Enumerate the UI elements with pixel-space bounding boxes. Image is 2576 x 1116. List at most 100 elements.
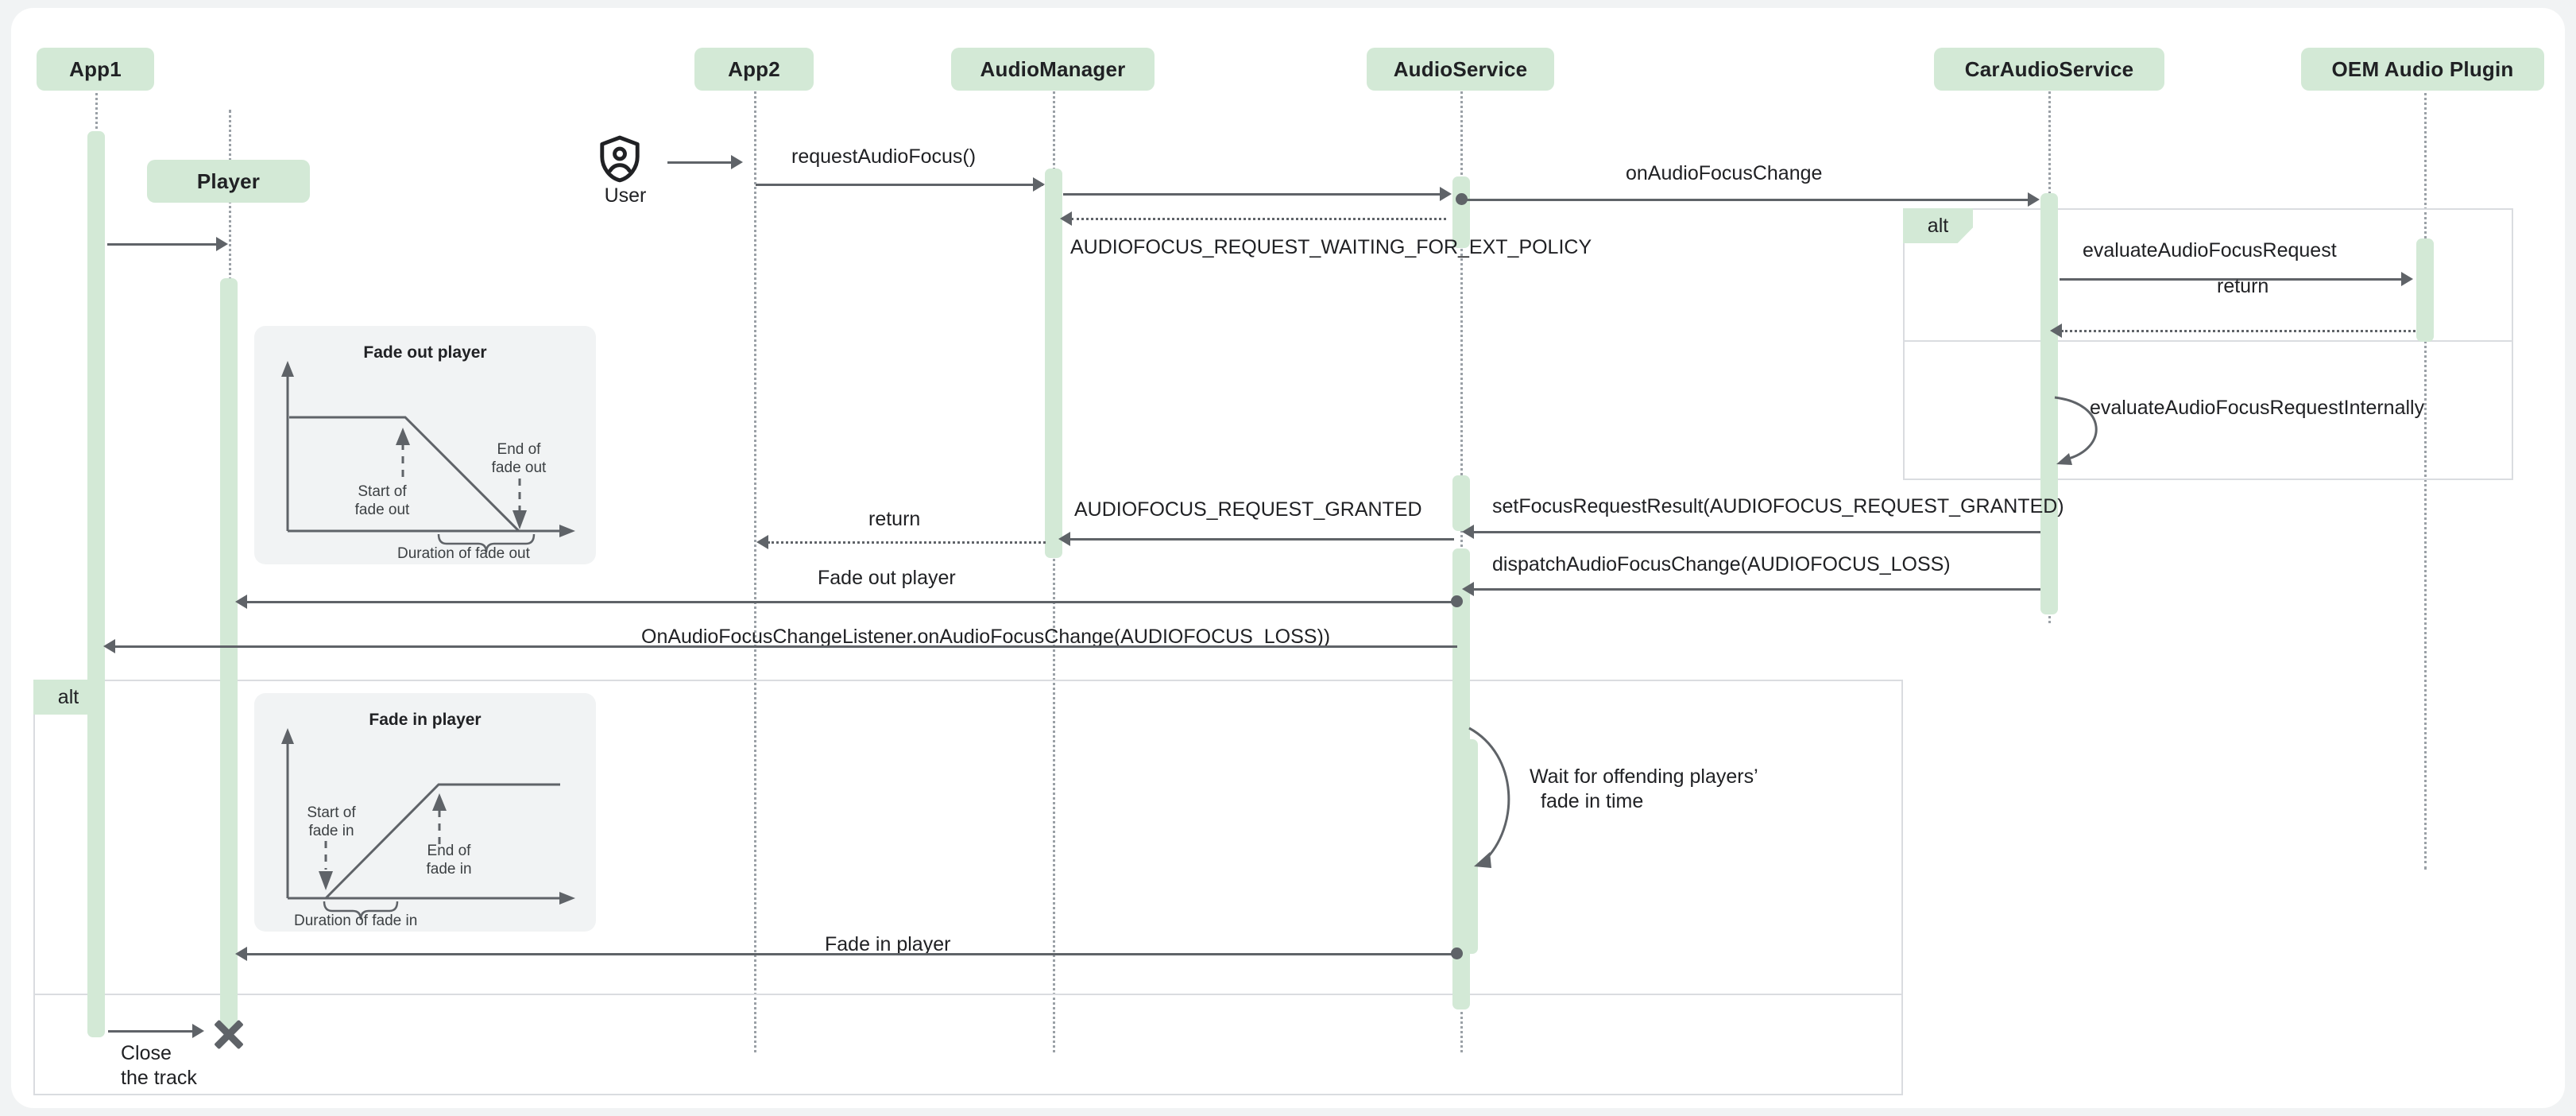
- message-label-close-the-track: Close the track: [121, 1041, 197, 1091]
- activation-caraudioservice-self: [2040, 401, 2058, 481]
- message-line-evaluate-audio-focus-request: [2060, 278, 2404, 281]
- message-line-return-oem: [2061, 330, 2415, 332]
- message-origin-ball: [1456, 193, 1468, 205]
- message-line-request-audio-focus: [756, 184, 1043, 186]
- message-label-waiting-for-ext-policy: AUDIOFOCUS_REQUEST_WAITING_FOR_EXT_POLIC…: [1070, 236, 1592, 258]
- message-label-request-audio-focus: requestAudioFocus(): [791, 145, 977, 168]
- fragment-alt-right-tag: alt: [1903, 208, 1973, 243]
- participant-caraudioservice[interactable]: CarAudioService: [1934, 48, 2164, 91]
- fragment-tag-label: alt: [1927, 214, 1949, 237]
- participant-label: App1: [69, 56, 122, 81]
- inset-label-duration-of-fade-in: Duration of fade in: [294, 913, 418, 929]
- self-message-arc-caraudioservice: [2054, 396, 2098, 465]
- activation-oemplugin: [2416, 238, 2434, 342]
- message-label-return-audiomanager: return: [868, 508, 921, 530]
- message-line-return-audiomanager: [768, 541, 1046, 544]
- actor-user[interactable]: User: [590, 135, 661, 223]
- wait-label-line1: Wait for offending players’: [1530, 765, 1758, 788]
- message-arrowhead: [235, 595, 247, 609]
- participant-oemplugin[interactable]: OEM Audio Plugin: [2301, 48, 2544, 91]
- message-label-fade-in-player: Fade in player: [825, 933, 951, 955]
- end-line2: fade out: [491, 459, 547, 476]
- participant-label: OEM Audio Plugin: [2331, 56, 2514, 81]
- x-destroy-icon: [211, 1016, 246, 1051]
- wait-label-line2: fade in time: [1541, 790, 1644, 813]
- message-arrowhead: [1440, 187, 1452, 201]
- message-arrowhead: [103, 639, 115, 653]
- end-line1: End of: [497, 441, 541, 458]
- start-line2: fade in: [308, 822, 354, 839]
- message-arrowhead: [2028, 192, 2040, 207]
- message-line-on-audio-focus-change: [1462, 199, 2036, 201]
- message-line-fade-out-player: [244, 601, 1457, 603]
- message-line-audiomanager-to-audioservice: [1063, 193, 1445, 196]
- message-label-on-audio-focus-change-listener: OnAudioFocusChangeListener.onAudioFocusC…: [641, 626, 1331, 648]
- fragment-alt-bottom-divider: [33, 994, 1903, 995]
- message-line-on-audio-focus-change-listener: [113, 645, 1457, 648]
- lifeline-app2: [754, 59, 756, 1052]
- close-label-line1: Close: [121, 1042, 172, 1064]
- actor-label: User: [604, 184, 647, 207]
- fade-in-inset: Fade in player Start of fade in End of: [254, 693, 596, 932]
- activation-audioservice-4: [1460, 739, 1478, 954]
- participant-label: CarAudioService: [1964, 56, 2134, 81]
- message-arrowhead: [1058, 532, 1070, 546]
- activation-audiomanager: [1045, 169, 1062, 558]
- fragment-alt-bottom: [33, 680, 1903, 1095]
- participant-app2[interactable]: App2: [694, 48, 814, 91]
- inset-label-start-of-fade-in: Start of fade in: [288, 804, 375, 841]
- message-line-audiofocus-request-granted: [1068, 538, 1454, 541]
- message-line-set-focus-request-result: [1472, 531, 2040, 533]
- message-arrowhead: [756, 535, 768, 549]
- message-arrowhead: [235, 947, 247, 961]
- inset-label-start-of-fade-out: Start of fade out: [331, 483, 434, 520]
- message-line-fade-in-player: [244, 953, 1457, 955]
- participant-label: AudioManager: [980, 56, 1126, 81]
- participant-player[interactable]: Player: [147, 160, 310, 203]
- message-label-set-focus-request-result: setFocusRequestResult(AUDIOFOCUS_REQUEST…: [1492, 495, 2064, 517]
- message-arrowhead: [2401, 272, 2413, 286]
- message-arrowhead: [1033, 177, 1045, 192]
- message-arrowhead: [1060, 211, 1072, 226]
- participant-audiomanager[interactable]: AudioManager: [951, 48, 1155, 91]
- message-label-return-oem: return: [2217, 275, 2269, 297]
- activation-audioservice-2: [1452, 475, 1470, 531]
- message-label-audiofocus-request-granted: AUDIOFOCUS_REQUEST_GRANTED: [1074, 498, 1422, 521]
- message-line-user-to-app2: [667, 161, 733, 164]
- lifeline-oemplugin: [2424, 59, 2427, 870]
- inset-label-duration-of-fade-out: Duration of fade out: [397, 545, 530, 562]
- shield-person-icon: [600, 135, 640, 183]
- message-arrowhead: [731, 155, 743, 169]
- start-line2: fade out: [354, 501, 410, 518]
- message-arrowhead: [1462, 582, 1474, 596]
- message-line-dispatch-audio-focus-change: [1472, 588, 2040, 591]
- message-line-waiting-for-ext-policy: [1071, 218, 1446, 220]
- activation-app1: [87, 131, 105, 1037]
- start-line1: Start of: [358, 483, 407, 500]
- message-label-evaluate-audio-focus-request: evaluateAudioFocusRequest: [2083, 239, 2337, 262]
- message-label-evaluate-internally: evaluateAudioFocusRequestInternally: [2090, 397, 2425, 419]
- start-line1: Start of: [307, 804, 356, 821]
- participant-app1[interactable]: App1: [37, 48, 154, 91]
- message-arrowhead: [192, 1024, 204, 1038]
- message-label-on-audio-focus-change: onAudioFocusChange: [1626, 162, 1823, 184]
- message-label-wait-for-fade-in: Wait for offending players’ fade in time: [1530, 765, 1758, 815]
- inset-title: Fade in player: [369, 711, 482, 729]
- fade-out-inset: Fade out player Start of fade out End of: [254, 326, 596, 564]
- fragment-alt-right: [1903, 208, 2513, 480]
- message-line-close-the-track: [108, 1030, 195, 1033]
- inset-title: Fade out player: [363, 343, 487, 362]
- activation-player: [220, 278, 238, 1033]
- fade-in-chart: [281, 728, 575, 920]
- message-label-dispatch-audio-focus-change: dispatchAudioFocusChange(AUDIOFOCUS_LOSS…: [1492, 553, 1951, 575]
- message-line-app1-to-player: [107, 243, 220, 246]
- message-arrowhead: [2050, 324, 2062, 338]
- fragment-tag-label: alt: [57, 685, 79, 708]
- message-label-fade-out-player: Fade out player: [818, 567, 956, 589]
- inset-label-end-of-fade-out: End of fade out: [471, 441, 567, 478]
- participant-label: Player: [196, 169, 261, 193]
- end-line2: fade in: [426, 860, 472, 878]
- message-arrowhead: [216, 237, 228, 251]
- participant-audioservice[interactable]: AudioService: [1367, 48, 1554, 91]
